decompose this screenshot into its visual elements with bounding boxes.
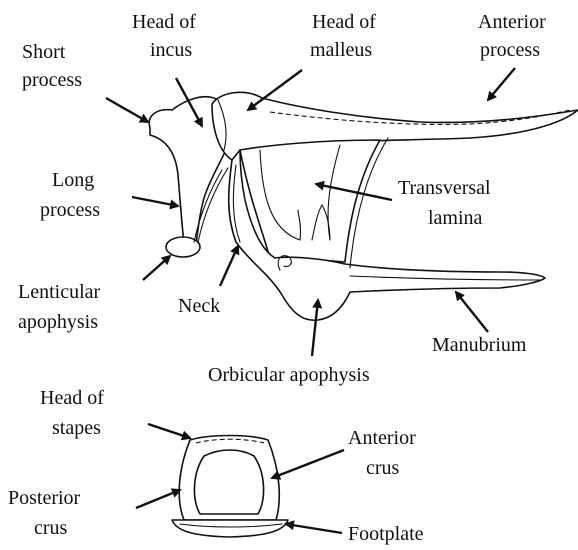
- arrow-short-process: [106, 98, 148, 122]
- stapes-inner-opening: [194, 450, 263, 514]
- label-short-process: Short process: [22, 41, 82, 91]
- stapes-footplate: [172, 520, 288, 537]
- arrow-anterior-crus: [272, 450, 344, 478]
- arrow-manubrium: [456, 292, 488, 332]
- arrow-long-process: [132, 197, 178, 206]
- label-head-of-incus: Head of incus: [132, 11, 201, 61]
- arrow-anterior-process: [488, 68, 515, 100]
- label-lenticular-apophysis: Lenticular apophysis: [18, 281, 105, 333]
- label-posterior-crus: Posterior crus: [8, 487, 85, 539]
- label-transversal-lamina: Transversal lamina: [398, 177, 496, 229]
- stapes-drawing: [172, 436, 288, 538]
- label-head-of-malleus: Head of malleus: [310, 11, 381, 61]
- label-anterior-process: Anterior process: [478, 11, 551, 61]
- label-orbicular-apophysis: Orbicular apophysis: [208, 364, 370, 386]
- label-long-process: Long process: [40, 169, 100, 221]
- arrow-posterior-crus: [136, 490, 180, 508]
- label-neck: Neck: [178, 295, 220, 317]
- label-manubrium: Manubrium: [432, 334, 527, 356]
- arrow-neck: [220, 246, 238, 286]
- arrow-lenticular-apophysis: [143, 256, 170, 280]
- malleus-incus-drawing: [149, 92, 578, 320]
- label-anterior-crus: Anterior crus: [348, 427, 421, 479]
- arrow-head-of-stapes: [148, 424, 190, 438]
- label-footplate: Footplate: [348, 523, 424, 545]
- arrow-footplate: [286, 524, 342, 533]
- label-head-of-stapes: Head of stapes: [40, 387, 109, 439]
